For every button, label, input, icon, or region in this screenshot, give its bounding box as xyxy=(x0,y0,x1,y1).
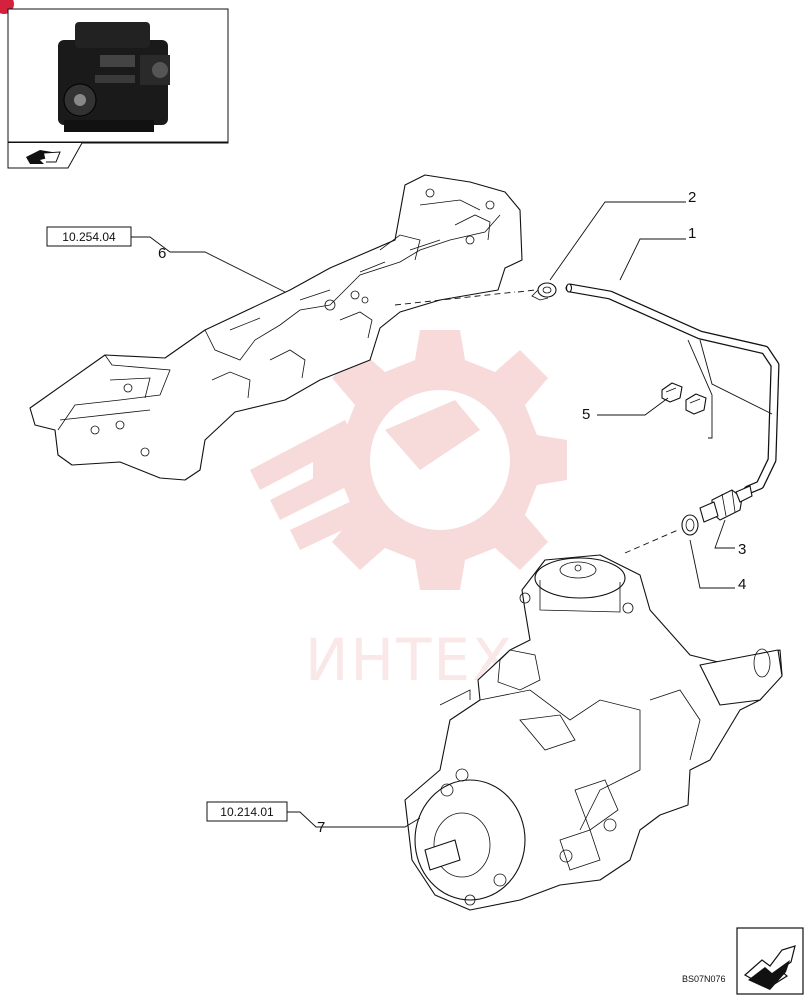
callout-3: 3 xyxy=(738,541,746,558)
engine-thumbnail-panel[interactable] xyxy=(7,8,229,169)
leader-line-1 xyxy=(619,238,686,281)
bracket-line xyxy=(687,339,713,439)
leader-line-3 xyxy=(714,519,735,549)
watermark: ИНТЕХ xyxy=(250,330,567,694)
injection-pump-part-7 xyxy=(404,554,783,911)
callout-4: 4 xyxy=(738,576,746,593)
manifold-reference-label[interactable]: 10.254.04 xyxy=(62,230,116,244)
back-arrow-icon[interactable] xyxy=(26,150,61,164)
exhaust-manifold-part-6 xyxy=(29,174,523,481)
next-page-arrow-icon[interactable] xyxy=(743,945,796,990)
pipe-part-1 xyxy=(565,283,780,495)
thumbnail-nav-box[interactable] xyxy=(7,142,83,169)
pump-reference-label[interactable]: 10.214.01 xyxy=(220,805,274,819)
callout-6: 6 xyxy=(158,245,166,262)
watermark-text: ИНТЕХ xyxy=(305,626,514,694)
leader-line-5 xyxy=(597,397,669,416)
callout-2: 2 xyxy=(688,189,696,206)
assembly-line-6 xyxy=(394,291,516,306)
leader-line-2 xyxy=(549,201,686,281)
callout-5: 5 xyxy=(582,406,590,423)
drawing-code: BS07N076 xyxy=(682,974,726,984)
leader-line-6 xyxy=(131,236,286,293)
clip-part-5 xyxy=(661,382,707,415)
union-part-3 xyxy=(699,485,753,523)
bracket-line-2 xyxy=(699,339,773,415)
leader-line-4 xyxy=(689,539,735,589)
assembly-line-4 xyxy=(624,529,679,554)
assembly-line-2 xyxy=(517,289,536,293)
fitting-part-2 xyxy=(531,282,557,301)
gear-logo-icon xyxy=(250,330,567,590)
leader-line-7 xyxy=(287,811,421,828)
callout-7: 7 xyxy=(317,819,325,836)
pump-reference-box[interactable]: 10.214.01 xyxy=(206,801,288,822)
engine-thumbnail-icon xyxy=(58,22,170,132)
next-page-button[interactable] xyxy=(736,927,804,995)
washer-part-4 xyxy=(681,514,699,536)
manifold-reference-box[interactable]: 10.254.04 xyxy=(46,226,132,247)
callout-1: 1 xyxy=(688,225,696,242)
